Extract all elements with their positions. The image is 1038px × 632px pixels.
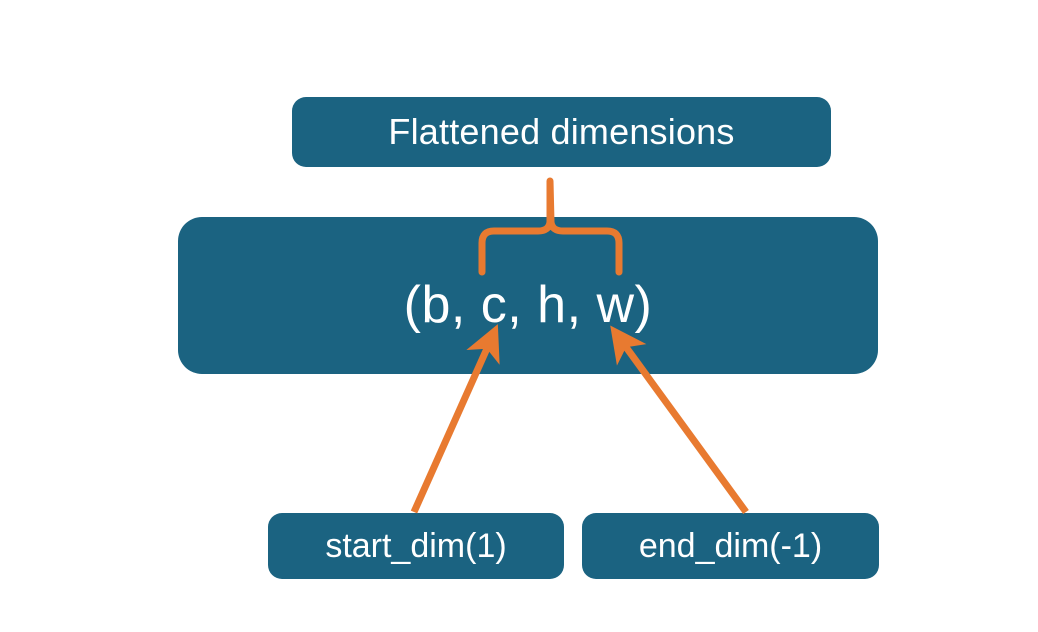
node-start-dim[interactable]: start_dim(1) [268,513,564,579]
node-flattened-dimensions[interactable]: Flattened dimensions [292,97,831,167]
node-end-dim[interactable]: end_dim(-1) [582,513,879,579]
node-flattened-dimensions-label: Flattened dimensions [388,111,735,152]
node-end-dim-label: end_dim(-1) [638,527,823,565]
node-start-dim-label: start_dim(1) [325,527,507,565]
node-tensor-shape-label: (b, c, h, w) [403,275,653,334]
node-tensor-shape[interactable]: (b, c, h, w) [178,217,878,374]
